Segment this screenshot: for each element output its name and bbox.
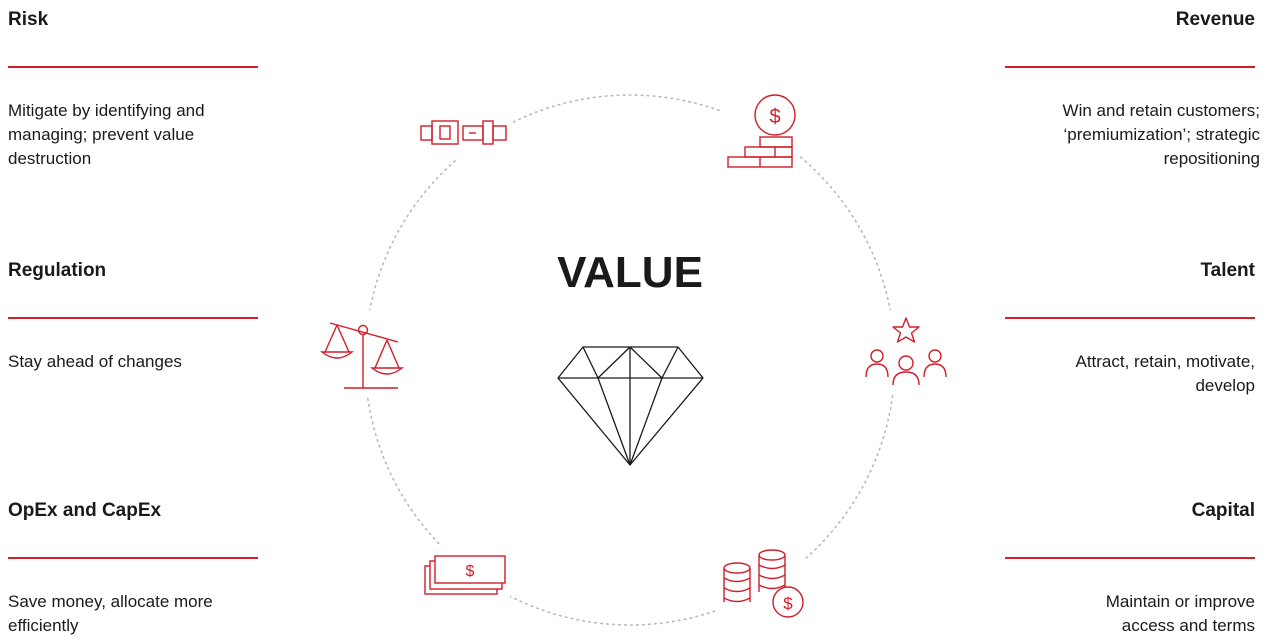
revenue-divider [1005,66,1255,68]
revenue-description: Win and retain customers; ‘premiumizatio… [1062,101,1260,168]
capital-description: Maintain or improve access and terms [1105,592,1255,635]
talent-description: Attract, retain, motivate, develop [1075,352,1255,395]
risk-divider [8,66,258,68]
capital-title: Capital [1191,500,1255,521]
capital-block: Capital Maintain or improve access and t… [1005,500,1255,638]
opex-divider [8,557,258,559]
talent-title: Talent [1200,260,1255,281]
svg-text:$: $ [783,594,793,613]
svg-text:$: $ [466,563,475,580]
value-title: VALUE [557,248,703,297]
coin-stacks-icon: $ [723,549,804,618]
opex-title: OpEx and CapEx [8,500,162,521]
opex-description: Save money, allocate more efficiently [8,592,213,635]
talent-block: Talent Attract, retain, motivate, develo… [1005,260,1255,398]
dollar-bills-icon: $ [424,555,506,595]
risk-block: Risk Mitigate by identifying and managin… [8,9,258,171]
svg-text:$: $ [769,106,780,128]
opex-block: OpEx and CapEx Save money, allocate more… [8,500,258,638]
coin-bricks-icon: $ [727,94,796,168]
people-star-icon [865,317,947,386]
regulation-divider [8,317,258,319]
regulation-description: Stay ahead of changes [8,352,182,371]
revenue-block: Revenue Win and retain customers; ‘premi… [1005,9,1260,171]
capital-divider [1005,557,1255,559]
seatbelt-buckle-icon [420,120,507,145]
risk-title: Risk [8,9,49,30]
regulation-block: Regulation Stay ahead of changes [8,260,258,374]
risk-description: Mitigate by identifying and managing; pr… [8,101,205,168]
diamond-icon [557,346,704,466]
balance-scale-icon [320,322,404,389]
talent-divider [1005,317,1255,319]
regulation-title: Regulation [8,260,107,281]
revenue-title: Revenue [1175,9,1255,30]
